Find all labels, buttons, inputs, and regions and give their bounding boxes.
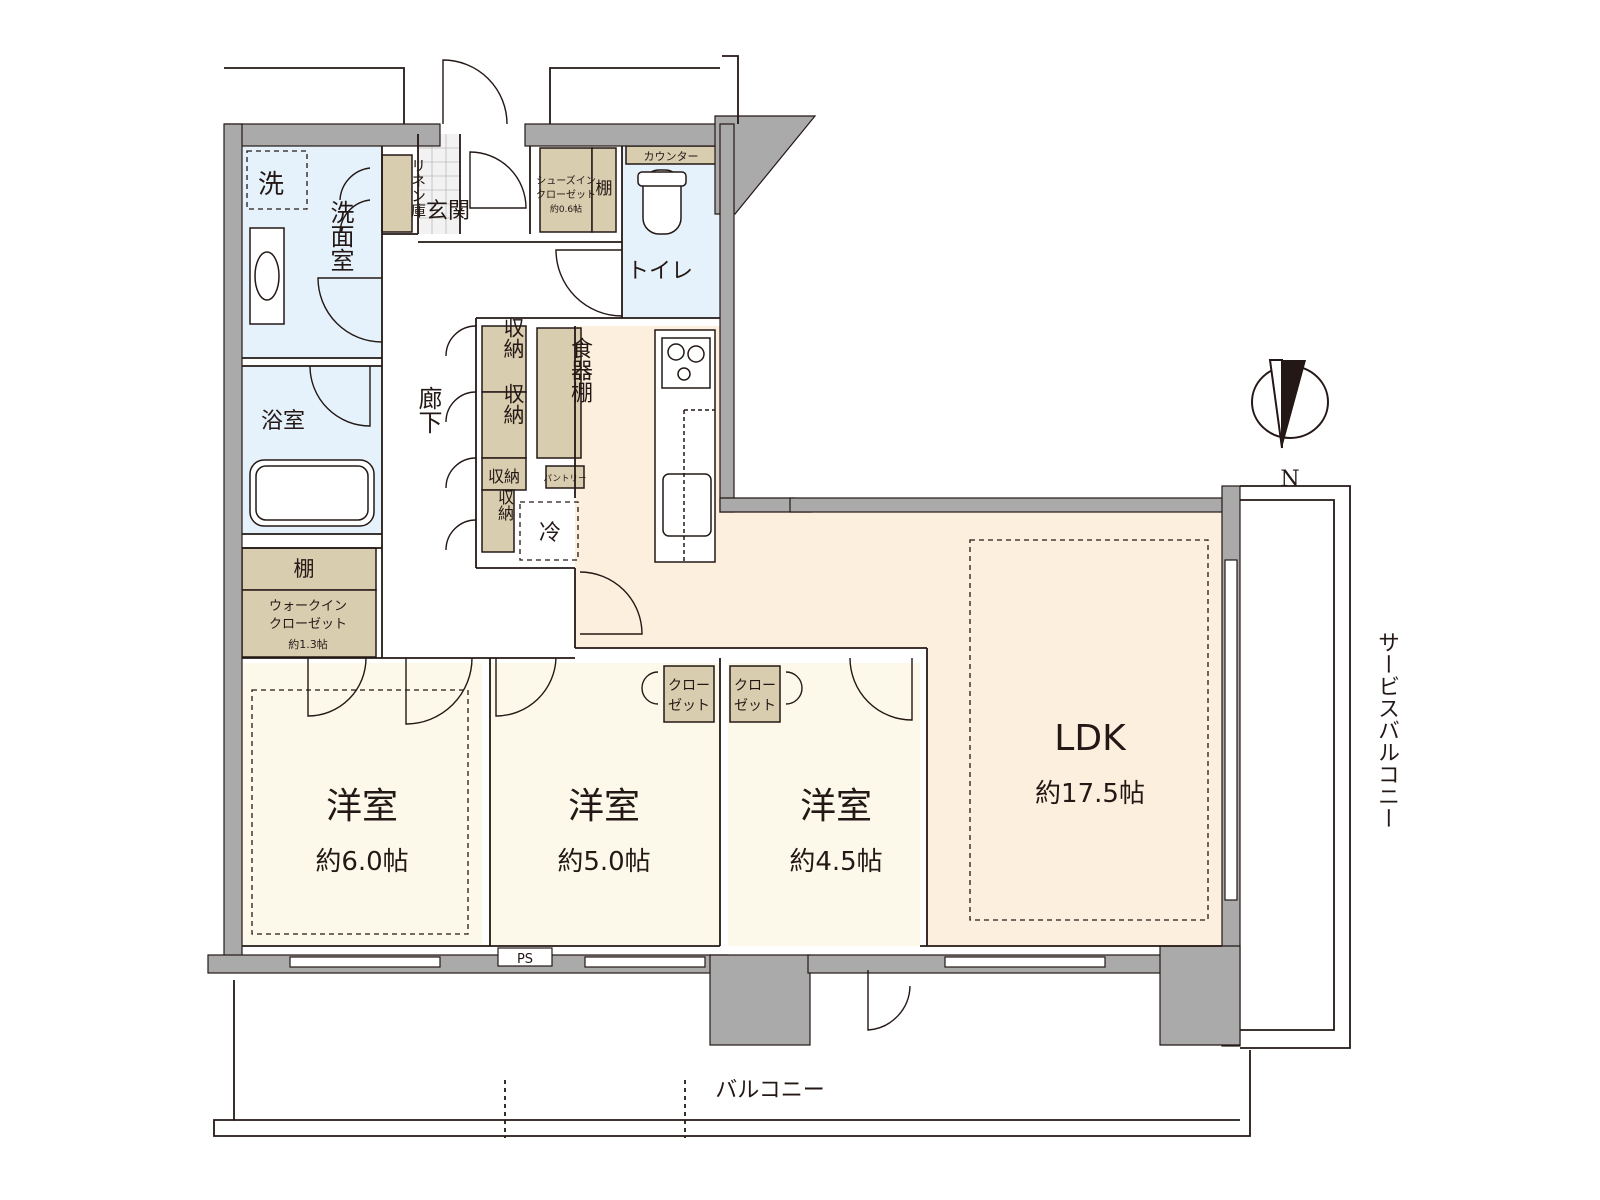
storage-2 xyxy=(481,391,527,459)
bedroom3-door xyxy=(849,657,913,721)
linen-storage xyxy=(381,154,413,233)
kitchen xyxy=(654,329,716,563)
front-door xyxy=(442,59,508,125)
wall-top-left xyxy=(224,123,441,147)
label-north: N xyxy=(1280,467,1299,492)
fridge-spot xyxy=(519,501,579,561)
label-ps: PS xyxy=(517,952,533,967)
storage-units xyxy=(241,145,781,723)
label-bedroom1-name: 洋室 xyxy=(326,786,398,827)
label-shoes-1: シューズイン xyxy=(536,174,596,187)
label-ldk-size: 約17.5帖 xyxy=(1035,779,1145,809)
label-bedroom3-name: 洋室 xyxy=(800,786,872,827)
shoes-closet xyxy=(539,147,593,233)
label-balcony: バルコニー xyxy=(715,1078,825,1103)
label-bedroom1-size: 約6.0帖 xyxy=(315,847,408,877)
wall-top-right xyxy=(524,123,726,147)
label-shoes-3: 約0.6帖 xyxy=(550,203,582,215)
ldk-rug xyxy=(969,539,1209,921)
label-shoes-2: クローゼット xyxy=(536,189,596,201)
label-entrance: 玄関 xyxy=(426,199,470,224)
wall-corner-se xyxy=(1159,945,1241,1046)
tile-grid xyxy=(418,134,460,234)
bedroom1-door-a xyxy=(307,657,367,717)
windows xyxy=(289,559,1238,968)
wall-kitchen-right xyxy=(719,123,735,513)
toilet-door xyxy=(555,249,623,317)
closet-2 xyxy=(729,665,781,723)
label-closet-1b: ゼット xyxy=(668,698,710,714)
bath-door xyxy=(309,365,371,427)
storage-4 xyxy=(481,489,515,553)
ldk-door xyxy=(579,571,643,635)
label-shoes-shelf: 棚 xyxy=(596,179,613,199)
dish-cabinet xyxy=(536,327,582,459)
label-closet-1a: クロー xyxy=(668,678,710,694)
sink-icon xyxy=(662,473,712,537)
wall-left xyxy=(223,123,243,971)
balconies xyxy=(213,485,1351,1138)
entrance-tile xyxy=(418,134,460,234)
walls xyxy=(207,115,1241,1047)
label-bedroom2-size: 約5.0帖 xyxy=(557,847,650,877)
dashed-areas xyxy=(246,150,1209,935)
storage-doors-1 xyxy=(445,325,477,357)
label-fridge: 冷 xyxy=(539,521,561,546)
label-hallway-text: 廊下 xyxy=(394,386,442,434)
label-closet-2b: ゼット xyxy=(734,698,776,714)
washroom-door xyxy=(317,277,383,343)
label-bedroom2-name: 洋室 xyxy=(568,786,640,827)
label-wic-shelf: 棚 xyxy=(294,557,315,581)
label-wash: 洗 xyxy=(258,170,284,200)
label-bedroom3-size: 約4.5帖 xyxy=(789,847,882,877)
storage-3 xyxy=(481,457,527,491)
storage-1 xyxy=(481,325,527,393)
ps-box xyxy=(497,947,553,967)
compass xyxy=(1251,359,1329,449)
interior-walls xyxy=(242,134,1222,947)
balcony-door xyxy=(867,970,911,1031)
closet-1 xyxy=(663,665,715,723)
bathtub-icon xyxy=(249,459,375,527)
label-pantry: パントリー xyxy=(544,474,587,484)
label-bathroom: 浴室 xyxy=(261,409,305,434)
ldk-floor xyxy=(575,326,1222,946)
label-wic-2: クローゼット xyxy=(269,617,347,632)
label-ldk-name: LDK xyxy=(1054,718,1127,759)
wall-bottom-2 xyxy=(709,954,811,1046)
wic xyxy=(241,589,377,658)
washing-machine-spot xyxy=(246,150,308,210)
bedroom1-rug xyxy=(251,689,469,935)
bedroom1-door-b xyxy=(405,657,473,725)
label-wic-3: 約1.3帖 xyxy=(288,637,328,651)
wall-corner-ne xyxy=(714,115,817,215)
balcony-outline xyxy=(213,980,1251,1137)
doors xyxy=(307,59,913,1031)
exterior-top xyxy=(224,55,739,124)
label-counter: カウンター xyxy=(644,150,699,163)
label-toilet: トイレ xyxy=(627,259,693,284)
wall-ldk-top-2 xyxy=(789,497,1231,513)
stove-icon xyxy=(661,337,711,389)
bath-fixtures xyxy=(249,169,687,527)
bedroom1-floor xyxy=(242,663,482,946)
label-hallway: 廊下 xyxy=(394,386,442,434)
shoes-shelf xyxy=(591,147,617,233)
label-closet-2a: クロー xyxy=(734,678,776,694)
service-balcony-outline xyxy=(1240,485,1351,1049)
label-wic-1: ウォークイン xyxy=(269,599,347,614)
bedroom2-door xyxy=(495,657,557,717)
label-storage-3: 収納 xyxy=(488,467,520,486)
compass-needle xyxy=(1282,360,1306,448)
